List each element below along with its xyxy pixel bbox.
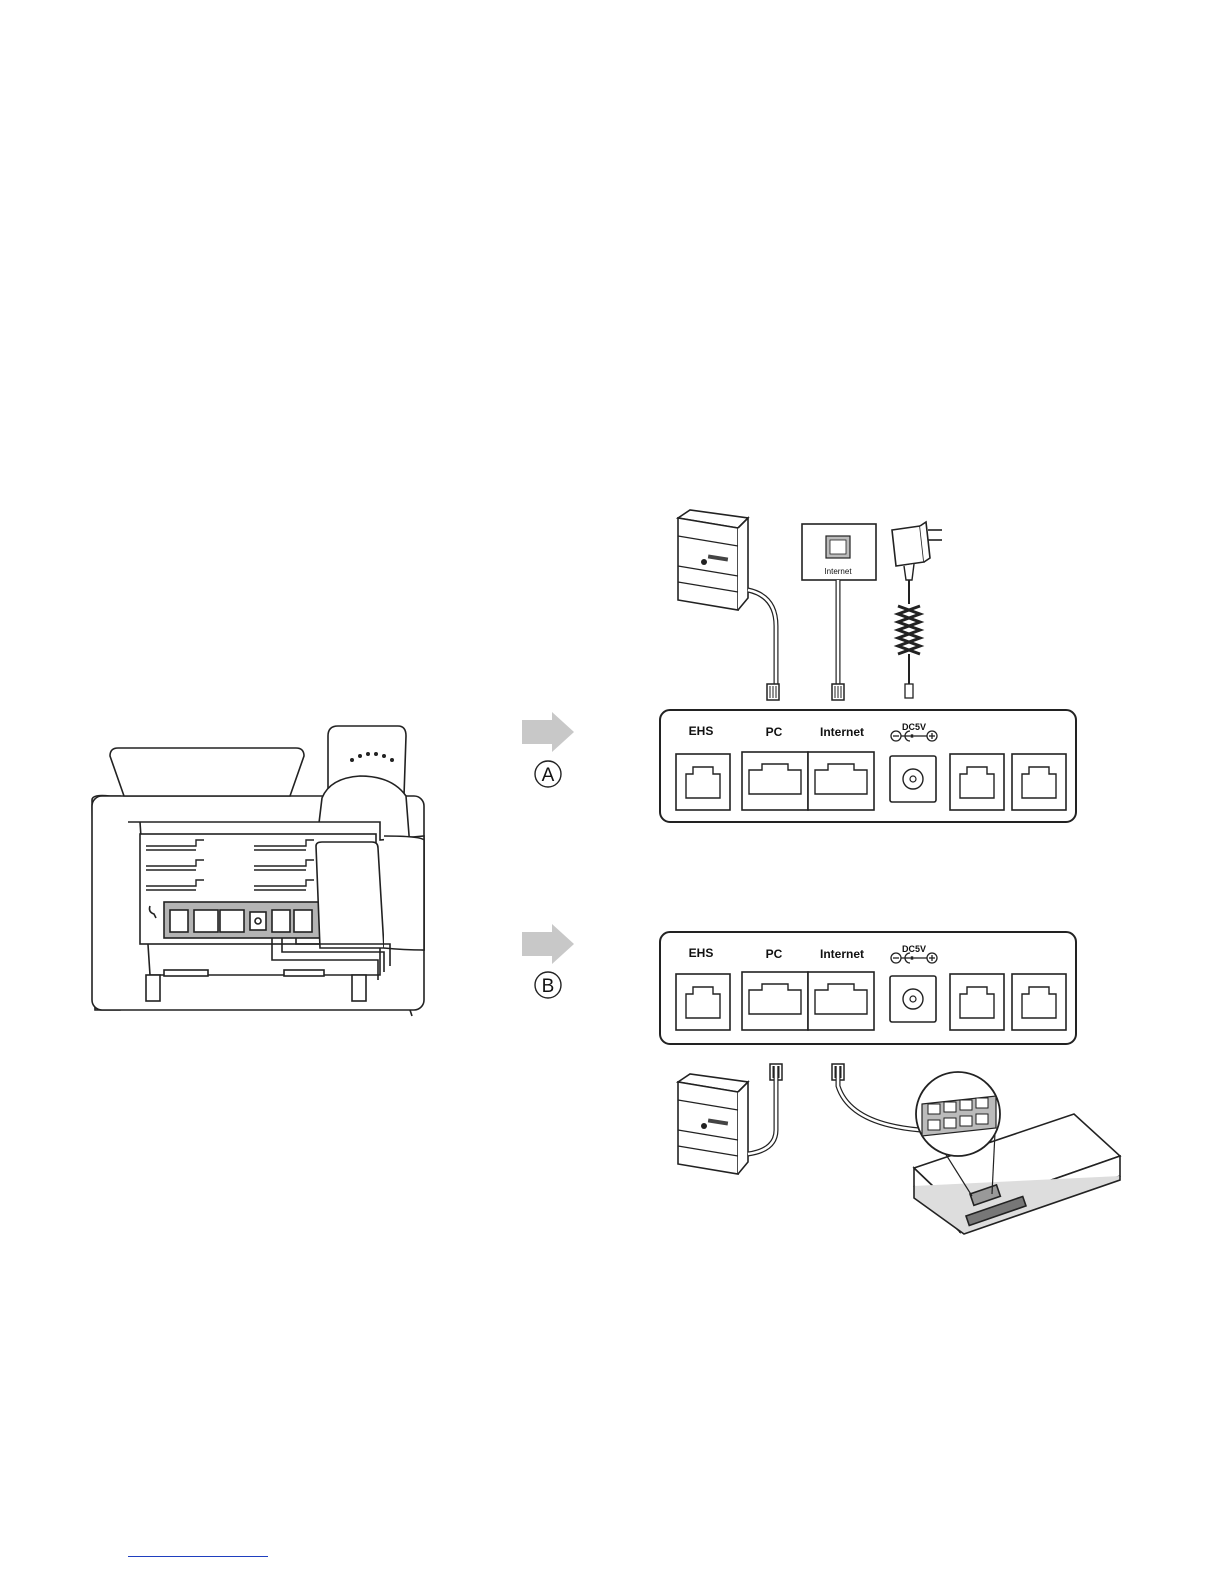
power-adapter-icon bbox=[892, 522, 942, 698]
internet-cable-plug-a-icon bbox=[832, 684, 844, 700]
arrow-a-icon bbox=[522, 712, 574, 752]
wall-jack-label: Internet bbox=[824, 567, 852, 576]
internet-label-a: Internet bbox=[820, 725, 864, 739]
pc-port-b bbox=[742, 972, 808, 1030]
panel-a: Internet EHS PC Internet DC5V bbox=[660, 510, 1076, 822]
power-label-b: DC5V bbox=[902, 944, 926, 954]
power-jack-a bbox=[890, 756, 936, 802]
ehs-label-a: EHS bbox=[689, 724, 714, 738]
headset-port-a bbox=[1012, 754, 1066, 810]
handset-port-a bbox=[950, 754, 1004, 810]
internet-port-a bbox=[808, 752, 874, 810]
power-jack-b bbox=[890, 976, 936, 1022]
internet-port-b bbox=[808, 972, 874, 1030]
handset-port-b bbox=[950, 974, 1004, 1030]
footer-rule bbox=[128, 1556, 268, 1557]
marker-b: B bbox=[535, 972, 561, 998]
panel-b: EHS PC Internet DC5V bbox=[660, 932, 1120, 1234]
power-label-a: DC5V bbox=[902, 722, 926, 732]
ehs-port-a bbox=[676, 754, 730, 810]
marker-a-label: A bbox=[542, 765, 555, 786]
ehs-port-b bbox=[676, 974, 730, 1030]
arrow-b-icon bbox=[522, 924, 574, 964]
phone-back-illustration bbox=[92, 726, 424, 1016]
pc-tower-a-icon bbox=[678, 510, 748, 610]
headset-port-b bbox=[1012, 974, 1066, 1030]
marker-a: A bbox=[535, 761, 561, 787]
ehs-label-b: EHS bbox=[689, 946, 714, 960]
pc-tower-b-icon bbox=[678, 1074, 748, 1174]
internet-label-b: Internet bbox=[820, 947, 864, 961]
wall-jack-icon: Internet bbox=[802, 524, 876, 580]
pc-cable-plug-a-icon bbox=[767, 684, 779, 700]
pc-label-a: PC bbox=[766, 725, 783, 739]
marker-b-label: B bbox=[542, 976, 555, 997]
pc-label-b: PC bbox=[766, 947, 783, 961]
pc-port-a bbox=[742, 752, 808, 810]
